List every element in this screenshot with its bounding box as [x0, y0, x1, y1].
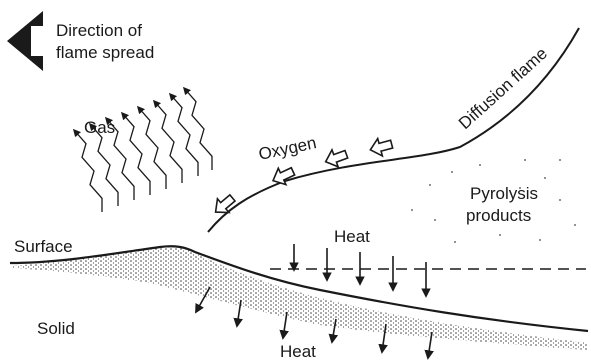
gas-wavy-arrow-icon [122, 113, 150, 195]
surface-label: Surface [14, 237, 73, 256]
pyrolysis-dot [479, 164, 481, 166]
direction-arrow-icon [7, 11, 43, 71]
gas-wavy-arrow-icon [154, 101, 182, 183]
direction-label-line2: flame spread [56, 43, 154, 62]
pyrolysis-label-line2: products [466, 206, 531, 225]
pyrolysis-dot [524, 159, 526, 161]
pyrolysis-dot [574, 224, 576, 226]
pyrolysis-dot [499, 234, 501, 236]
pyrolysis-dot [434, 219, 436, 221]
gas-wavy-arrow-icon [74, 130, 102, 212]
heated-layer [10, 247, 588, 350]
oxygen-hollow-arrow-icon [368, 135, 394, 158]
heat-top-label: Heat [334, 227, 370, 246]
gas-wavy-arrow-icon [170, 94, 198, 176]
pyrolysis-label-line1: Pyrolysis [470, 184, 538, 203]
pyrolysis-dot [411, 209, 413, 211]
pyrolysis-dot [454, 241, 456, 243]
pyrolysis-dot [429, 184, 431, 186]
pyrolysis-dot [559, 199, 561, 201]
gas-arrows-group [74, 88, 212, 212]
gas-wavy-arrow-icon [184, 88, 212, 170]
pyrolysis-dot [539, 239, 541, 241]
heat-bottom-label: Heat [280, 342, 316, 361]
solid-label: Solid [37, 319, 75, 338]
pyrolysis-dot [559, 159, 561, 161]
direction-label-line1: Direction of [56, 21, 142, 40]
pyrolysis-dot [451, 171, 453, 173]
oxygen-label: Oxygen [257, 133, 318, 164]
gas-wavy-arrow-icon [138, 107, 166, 189]
pyrolysis-dot [519, 187, 521, 189]
pyrolysis-dot [544, 177, 546, 179]
